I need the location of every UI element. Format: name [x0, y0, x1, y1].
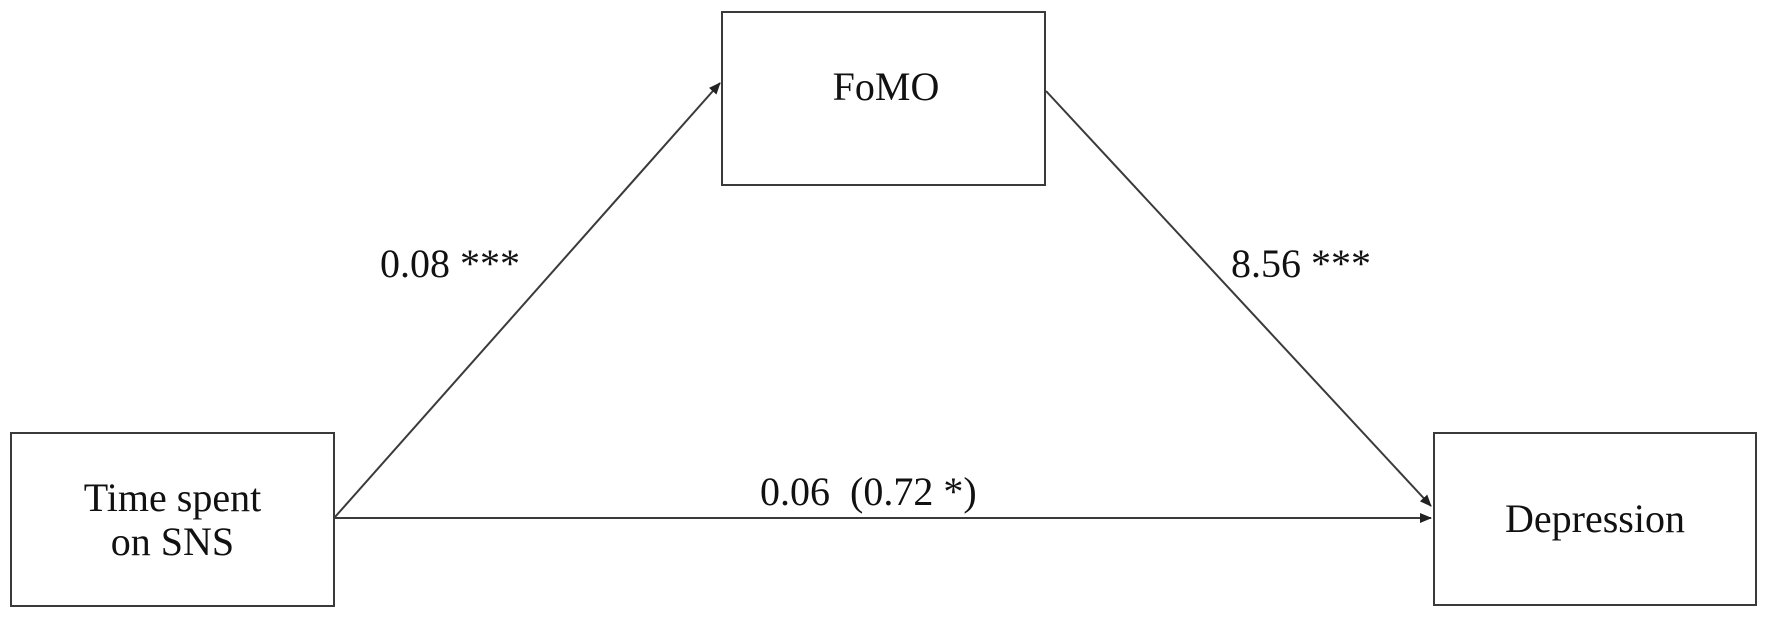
- node-label: Depression: [1505, 496, 1685, 541]
- node-fomo: FoMO: [721, 11, 1046, 186]
- b-path-coefficient: 8.56 ***: [1231, 241, 1371, 286]
- node-depression: Depression: [1433, 432, 1757, 606]
- c-path-coefficient: 0.06 (0.72 *): [760, 469, 977, 514]
- node-label: FoMO: [832, 63, 940, 109]
- node-label: Time spent on SNS: [83, 474, 262, 564]
- node-time-spent-on-sns: Time spent on SNS: [10, 432, 335, 607]
- a-path-coefficient: 0.08 ***: [380, 241, 520, 286]
- arrow-a-path: [334, 82, 721, 518]
- arrow-b-path: [1045, 90, 1432, 507]
